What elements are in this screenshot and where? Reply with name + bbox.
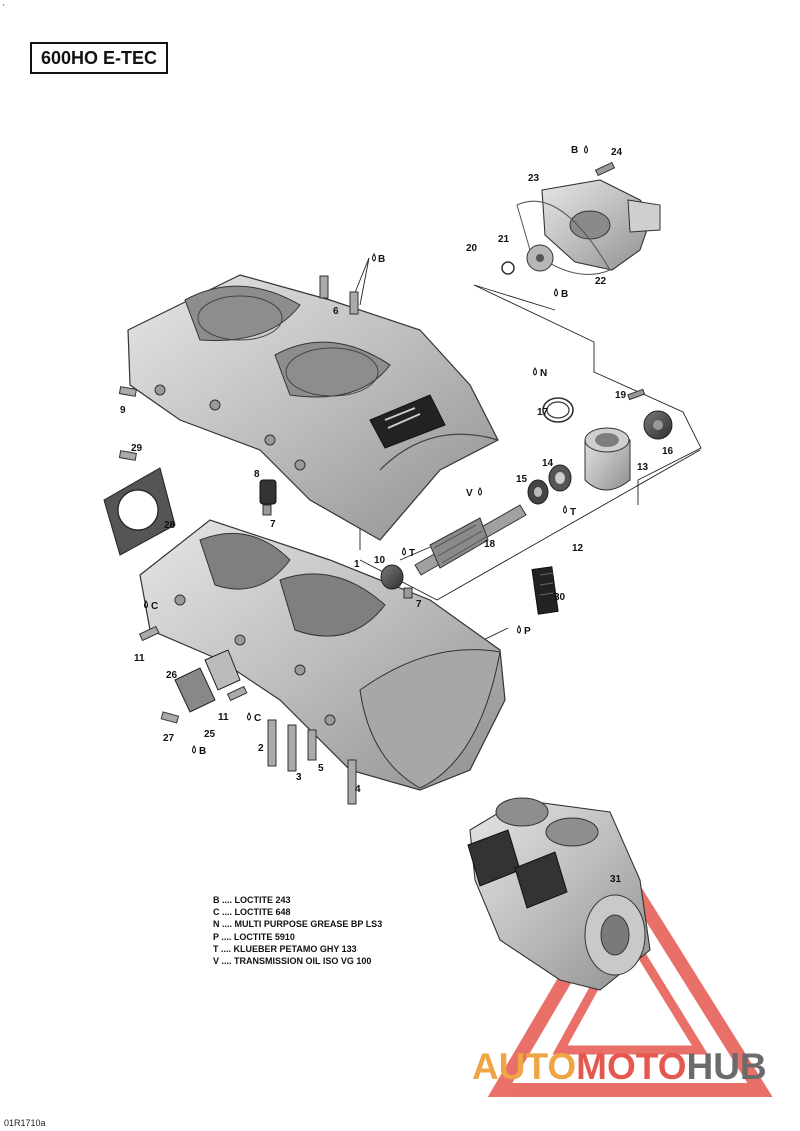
tick-mark: ' [3, 3, 5, 12]
watermark-triangle [487, 862, 773, 1097]
upper-crankcase [127, 274, 499, 541]
tag-n-17: N [540, 368, 547, 379]
tag-c-11b: C [254, 713, 261, 724]
tag-b-27: B [199, 746, 206, 757]
callout-29: 29 [131, 443, 143, 454]
watermark-part-2: MOTO [576, 1046, 687, 1087]
droplet-icon [247, 712, 251, 721]
callout-19: 19 [615, 390, 627, 401]
callout-27: 27 [163, 733, 175, 744]
engine-assembly-thumbnail [467, 797, 651, 991]
legend-row-c: C .... LOCTITE 648 [213, 907, 291, 918]
droplet-icon [478, 487, 482, 496]
droplet-icon [563, 505, 567, 514]
figure-code: 01R1710a [4, 1118, 46, 1128]
legend-row-v: V .... TRANSMISSION OIL ISO VG 100 [213, 956, 372, 967]
callout-21: 21 [498, 234, 510, 245]
tag-b-6: B [378, 254, 385, 265]
droplet-icon [554, 288, 558, 297]
callout-7b: 7 [416, 599, 422, 610]
compound-tags: B B B B N V T T C C P [144, 145, 588, 757]
droplet-icon [144, 600, 148, 609]
callout-4: 4 [355, 784, 361, 795]
water-pump-housing [501, 161, 661, 275]
legend-row-n: N .... MULTI PURPOSE GREASE BP LS3 [213, 919, 383, 930]
tag-c-11a: C [151, 601, 158, 612]
tag-b-21: B [561, 289, 568, 300]
tag-t-14: T [570, 507, 576, 518]
callout-15: 15 [516, 474, 528, 485]
droplet-icon [533, 367, 537, 376]
small-parts [103, 275, 413, 805]
callout-labels: 1 2 3 4 5 6 7 7 8 9 10 11 11 12 13 14 15… [120, 147, 674, 885]
callout-3: 3 [296, 772, 302, 783]
callout-26: 26 [166, 670, 178, 681]
watermark-part-3: HUB [686, 1046, 767, 1087]
callout-28: 28 [164, 520, 176, 531]
callout-24: 24 [611, 147, 623, 158]
callout-2: 2 [258, 743, 264, 754]
callout-13: 13 [637, 462, 649, 473]
callout-31: 31 [610, 874, 622, 885]
callout-14: 14 [542, 458, 554, 469]
callout-7a: 7 [270, 519, 276, 530]
callout-11b: 11 [218, 712, 229, 723]
callout-25: 25 [204, 729, 216, 740]
callout-18: 18 [484, 539, 496, 550]
callout-12: 12 [572, 543, 584, 554]
watermark-logo: AUTOMOTOHUB [472, 1046, 767, 1088]
droplet-icon [402, 547, 406, 556]
callout-8: 8 [254, 469, 260, 480]
callout-23: 23 [528, 173, 540, 184]
droplet-icon [584, 145, 588, 154]
compound-legend: B .... LOCTITE 243 C .... LOCTITE 648 N … [213, 894, 382, 967]
tag-p-1: P [524, 626, 531, 637]
legend-row-t: T .... KLUEBER PETAMO GHY 133 [213, 943, 357, 954]
callout-1: 1 [354, 559, 360, 570]
callout-10: 10 [374, 555, 386, 566]
tag-t-10: T [409, 548, 415, 559]
droplet-icon [192, 745, 196, 754]
engine-title: 600HO E-TEC [30, 42, 168, 74]
legend-row-b: B .... LOCTITE 243 [213, 895, 291, 905]
droplet-icon [372, 253, 376, 262]
tag-v-18: V [466, 488, 473, 499]
droplet-icon [517, 625, 521, 634]
callout-22: 22 [595, 276, 607, 287]
callout-16: 16 [662, 446, 674, 457]
callout-11a: 11 [134, 653, 145, 664]
output-shaft-assembly [380, 388, 673, 615]
watermark-part-1: AUTO [472, 1046, 577, 1087]
lower-crankcase [139, 519, 506, 791]
callout-6: 6 [333, 306, 339, 317]
callout-20: 20 [466, 243, 478, 254]
callout-17: 17 [537, 407, 549, 418]
callout-9: 9 [120, 405, 126, 416]
callout-30: 30 [554, 592, 566, 603]
legend-row-p: P .... LOCTITE 5910 [213, 931, 295, 942]
callout-5: 5 [318, 763, 324, 774]
tag-b-24: B [571, 145, 578, 156]
